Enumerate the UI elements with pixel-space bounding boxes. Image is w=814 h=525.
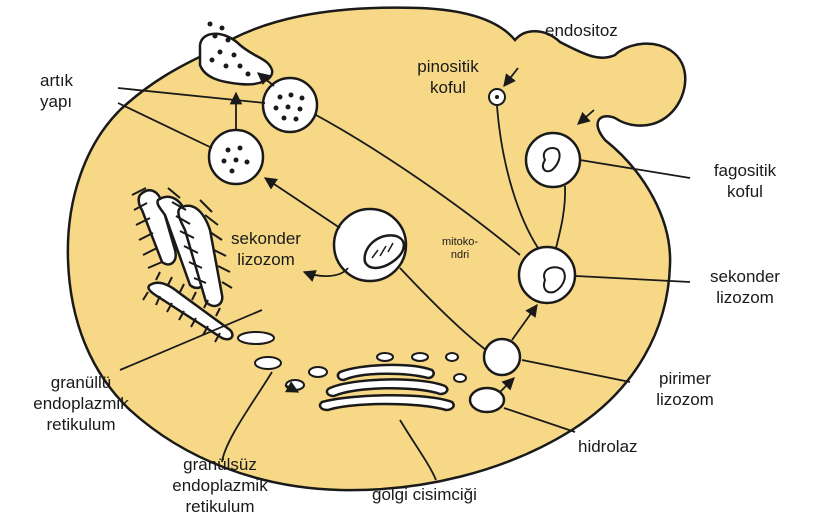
label-artik-line1: artık	[40, 70, 73, 91]
label-sekonder-right-line2: lizozom	[690, 287, 800, 308]
label-sekonder-left-line1: sekonder	[206, 228, 326, 249]
label-sekonder-lizozom-right: sekonder lizozom	[690, 266, 800, 308]
label-pinositik-koful: pinositik koful	[398, 56, 498, 98]
label-granulsuz-er: granülsüz endoplazmik retikulum	[140, 454, 300, 517]
label-granullu-line2: endoplazmik	[6, 393, 156, 414]
label-mitokondri-line1: mitoko-	[432, 236, 488, 249]
label-mitokondri-line2: ndri	[432, 249, 488, 262]
label-pinositik-line2: koful	[398, 77, 498, 98]
label-fagositik-line1: fagositik	[690, 160, 800, 181]
label-fagositik-line2: koful	[690, 181, 800, 202]
label-pirimer-line2: lizozom	[630, 389, 740, 410]
label-endositoz: endositoz	[545, 20, 618, 41]
label-artik-yapi: artık yapı	[40, 70, 73, 112]
label-sekonder-right-line1: sekonder	[690, 266, 800, 287]
label-fagositik-koful: fagositik koful	[690, 160, 800, 202]
label-granulsuz-line3: retikulum	[140, 496, 300, 517]
label-sekonder-lizozom-left: sekonder lizozom	[206, 228, 326, 270]
golgi-apparatus	[320, 365, 454, 410]
label-golgi: golgi cisimciği	[372, 484, 477, 505]
primary-lysosome	[484, 339, 520, 375]
hydrolase-vesicle	[470, 388, 504, 412]
label-pinositik-line1: pinositik	[398, 56, 498, 77]
label-granullu-line3: retikulum	[6, 414, 156, 435]
residual-body-lower	[209, 130, 263, 184]
label-granulsuz-line2: endoplazmik	[140, 475, 300, 496]
label-pirimer-lizozom: pirimer lizozom	[630, 368, 740, 410]
label-granulsuz-line1: granülsüz	[140, 454, 300, 475]
label-pirimer-line1: pirimer	[630, 368, 740, 389]
label-hidrolaz: hidrolaz	[578, 436, 638, 457]
residual-body-upper	[263, 78, 317, 132]
label-granullu-line1: granüllü	[6, 372, 156, 393]
label-mitokondri: mitoko- ndri	[432, 236, 488, 262]
label-sekonder-left-line2: lizozom	[206, 249, 326, 270]
label-granullu-er: granüllü endoplazmik retikulum	[6, 372, 156, 435]
label-artik-line2: yapı	[40, 91, 73, 112]
